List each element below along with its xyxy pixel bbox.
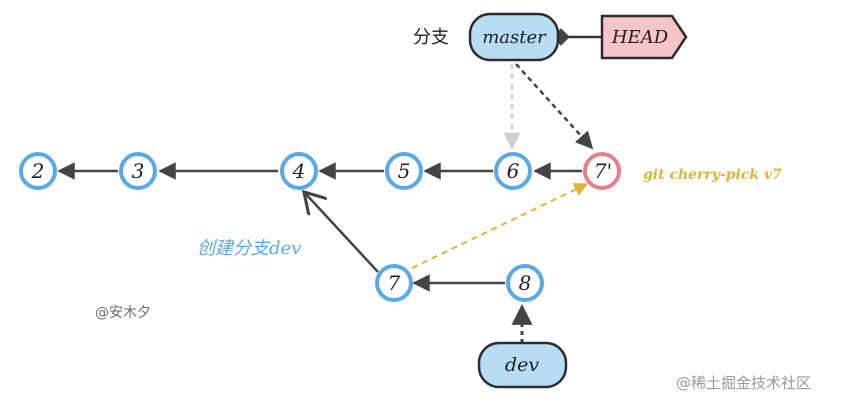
create-branch-label: 创建分支dev: [197, 238, 301, 259]
commit-node-2: 2: [19, 152, 57, 190]
commit-label: 3: [132, 159, 145, 183]
master-new-pointer: [515, 63, 594, 150]
commit-label: 8: [519, 271, 532, 295]
commit-node-4: 4: [280, 152, 318, 190]
cherry-pick-label: git cherry-pick v7: [643, 167, 782, 183]
commit-label: 4: [292, 159, 306, 183]
branch-label: 分支: [413, 27, 449, 48]
commit-label: 6: [507, 159, 520, 183]
commit-label: 2: [31, 159, 45, 183]
commit-label: 5: [398, 159, 411, 183]
dev-ref-label: dev: [505, 354, 539, 376]
commit-node-7-prime: 7': [583, 152, 621, 190]
commit-node-3: 3: [119, 152, 157, 190]
cherry-pick-arrow: [411, 183, 589, 269]
commit-node-5: 5: [385, 152, 423, 190]
commit-label: 7': [594, 159, 612, 183]
master-ref: master: [468, 12, 560, 62]
commit-node-8: 8: [506, 264, 544, 302]
edge-7-4: [304, 192, 379, 273]
watermark: @稀土掘金技术社区: [676, 374, 811, 392]
commit-node-6: 6: [494, 152, 532, 190]
commit-label: 7: [388, 271, 401, 295]
master-ref-label: master: [482, 27, 547, 48]
head-ref-label: HEAD: [611, 27, 669, 48]
author-label: @安木夕: [95, 305, 151, 321]
head-ref: HEAD: [600, 14, 688, 60]
commit-node-7: 7: [375, 264, 413, 302]
dev-ref: dev: [477, 341, 568, 389]
